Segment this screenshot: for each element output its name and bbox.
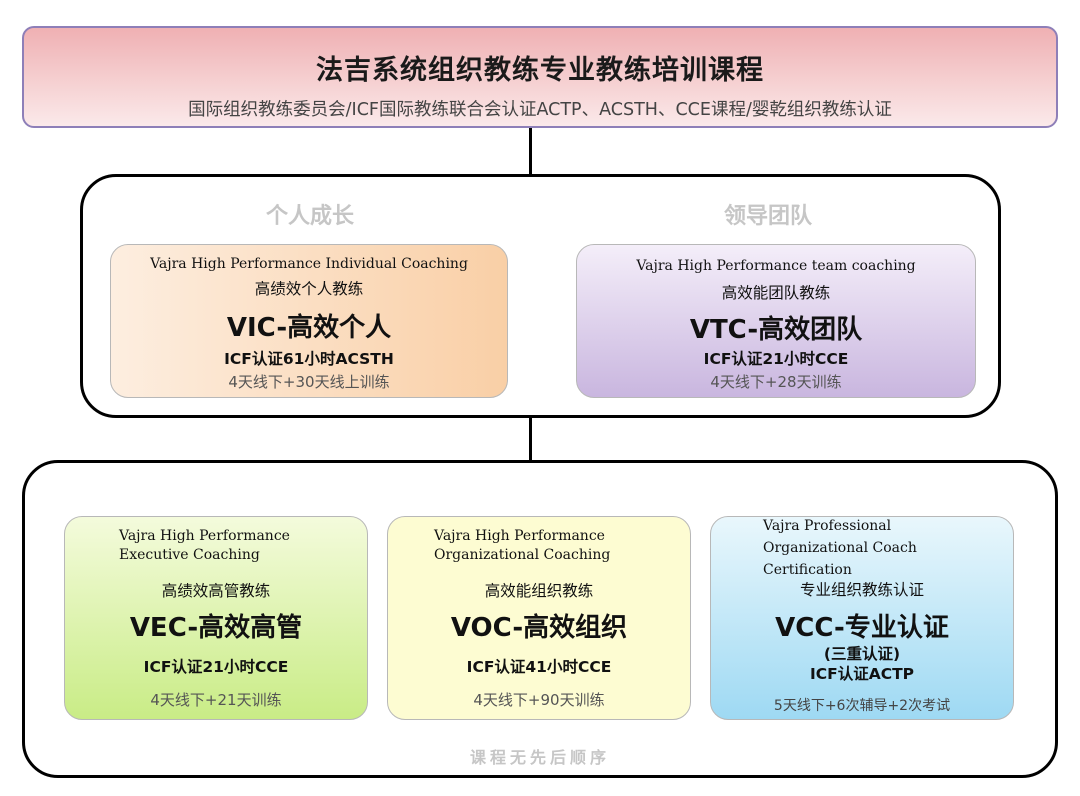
course-english-name: Vajra High Performance Individual Coachi… <box>150 256 468 272</box>
course-certification: ICF认证21小时CCE <box>143 658 289 676</box>
course-chinese-name: 高效能组织教练 <box>484 582 594 600</box>
connector-line-middle <box>529 416 532 462</box>
group-label-team-leadership: 领导团队 <box>723 204 812 229</box>
course-title: VTC-高效团队 <box>689 315 863 345</box>
group-label-personal-growth: 个人成长 <box>265 204 354 229</box>
course-schedule: 5天线下+6次辅导+2次考试 <box>773 698 951 714</box>
course-title: VCC-专业认证 <box>775 613 949 643</box>
course-card-voc[interactable]: Vajra High Performance Organizational Co… <box>387 516 691 720</box>
course-title: VIC-高效个人 <box>226 313 392 343</box>
course-card-vec[interactable]: Vajra High Performance Executive Coachin… <box>64 516 368 720</box>
course-order-note: 课程无先后顺序 <box>469 748 610 767</box>
course-english-name-line3: Certification <box>763 562 852 578</box>
course-chinese-name: 高效能团队教练 <box>721 284 831 302</box>
course-schedule: 4天线下+30天线上训练 <box>228 373 390 391</box>
course-schedule: 4天线下+90天训练 <box>473 691 605 709</box>
course-english-name-line2: Executive Coaching <box>119 547 260 563</box>
course-title: VEC-高效高管 <box>129 613 303 643</box>
course-title: VOC-高效组织 <box>450 613 628 643</box>
course-schedule: 4天线下+28天训练 <box>710 373 842 391</box>
course-card-vcc[interactable]: Vajra Professional Organizational Coach … <box>710 516 1014 720</box>
program-title: 法吉系统组织教练专业教练培训课程 <box>316 55 764 86</box>
course-english-name-line1: Vajra Professional <box>763 518 892 534</box>
course-english-name-line1: Vajra High Performance <box>434 528 605 544</box>
course-english-name-line2: Organizational Coach <box>763 540 917 556</box>
course-certification: ICF认证41小时CCE <box>466 658 612 676</box>
course-schedule: 4天线下+21天训练 <box>150 691 282 709</box>
program-subtitle: 国际组织教练委员会/ICF国际教练联合会认证ACTP、ACSTH、CCE课程/婴… <box>188 100 892 120</box>
course-english-name-line2: Organizational Coaching <box>434 547 611 563</box>
course-certification: ICF认证ACTP <box>809 665 915 683</box>
course-chinese-name: 专业组织教练认证 <box>799 581 924 599</box>
program-header: 法吉系统组织教练专业教练培训课程 国际组织教练委员会/ICF国际教练联合会认证A… <box>22 26 1058 128</box>
connector-line-top <box>529 128 532 176</box>
course-chinese-name: 高绩效个人教练 <box>254 280 364 298</box>
course-certification-note: (三重认证) <box>823 645 901 663</box>
course-card-vtc[interactable]: Vajra High Performance team coaching 高效能… <box>576 244 976 398</box>
course-certification: ICF认证61小时ACSTH <box>224 350 394 368</box>
course-certification: ICF认证21小时CCE <box>703 350 849 368</box>
course-chinese-name: 高绩效高管教练 <box>161 582 271 600</box>
course-english-name-line1: Vajra High Performance <box>119 528 290 544</box>
course-english-name: Vajra High Performance team coaching <box>636 258 916 274</box>
course-card-vic[interactable]: Vajra High Performance Individual Coachi… <box>110 244 508 398</box>
